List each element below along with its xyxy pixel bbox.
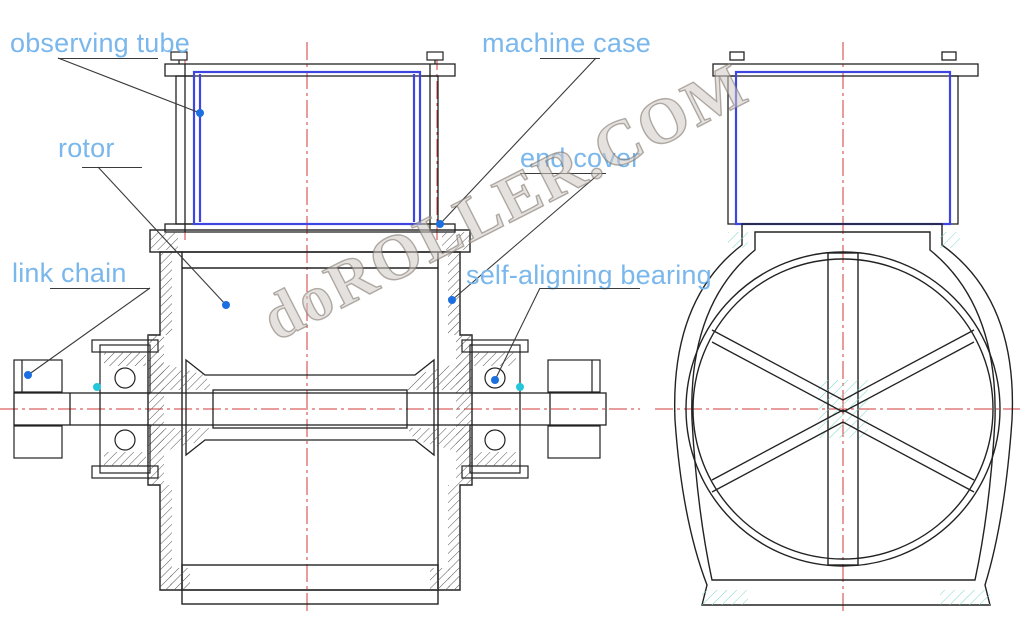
underline-end-cover [520, 173, 606, 174]
bearing-hatching [104, 352, 516, 466]
underline-self-aligning-bearing [540, 288, 640, 289]
rotor-part [185, 358, 435, 457]
label-observing-tube: observing tube [10, 28, 190, 58]
label-link-chain: link chain [12, 258, 127, 288]
shaft-part [13, 392, 607, 426]
hub-hatching [150, 360, 470, 455]
label-end-cover: end cover [520, 143, 641, 173]
label-machine-case: machine case [482, 28, 651, 58]
leader-lines [27, 57, 601, 381]
underline-observing-tube [58, 58, 158, 59]
callout-dot-icon [24, 109, 499, 384]
underline-machine-case [540, 58, 600, 59]
underline-rotor [82, 167, 142, 168]
link-chain-part [13, 359, 601, 459]
top-bolts [170, 51, 444, 64]
seal-marks [93, 383, 524, 391]
case-hatching [148, 232, 472, 590]
right-housing-hatch [702, 232, 990, 605]
label-self-aligning-bearing: self-aligning bearing [466, 260, 712, 290]
observing-tube-highlight [192, 70, 422, 226]
rotor-spokes [711, 329, 975, 493]
right-top-box [712, 51, 979, 225]
underline-link-chain [50, 288, 150, 289]
label-rotor: rotor [58, 133, 115, 163]
